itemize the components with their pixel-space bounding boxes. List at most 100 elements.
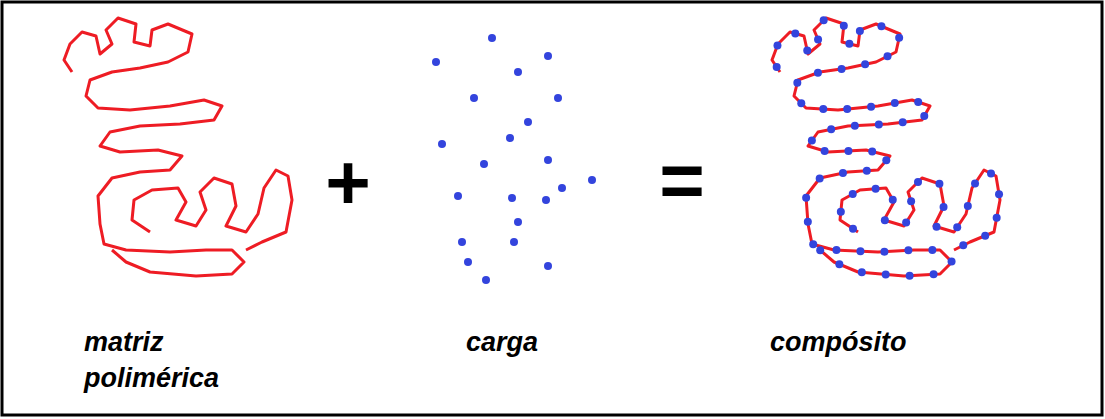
filler-particle [514,218,522,226]
polymer-strand [64,18,244,276]
filler-particle [588,176,596,184]
filler-particle [843,105,851,113]
filler-particle [851,122,859,130]
filler-particle [981,232,989,240]
filler-particle [882,270,890,278]
filler-particle [928,246,936,254]
polymer-strand [840,170,1000,250]
filler-particle [933,223,941,231]
filler-particle [791,30,799,38]
filler-particle [971,179,979,187]
filler-particle [845,40,853,48]
filler-particle [907,197,915,205]
filler-particle [849,225,857,233]
filler-particle [524,118,532,126]
filler-particle [804,218,812,226]
filler-particle [827,125,835,133]
filler-particle [544,156,552,164]
filler-particle [438,140,446,148]
polymer-chain [64,18,292,276]
filler-particle [837,208,845,216]
filler-particle [993,214,1001,222]
filler-particle [872,185,880,193]
filler-particle [884,52,892,60]
filler-particle [875,120,883,128]
filler-particle [856,27,864,35]
filler-particle [835,260,843,268]
filler-particle [793,79,801,87]
filler-particle [510,238,518,246]
filler-particle [464,258,472,266]
equals-sign: = [659,141,705,219]
filler-particle [832,246,840,254]
filler-particle [920,112,928,120]
filler-particles [432,34,596,284]
component-label: carga [466,324,538,360]
filler-particle [839,169,847,177]
filler-particle [809,240,817,248]
filler-particle [803,47,811,55]
filler-particle [867,103,875,111]
filler-particle [838,65,846,73]
filler-particle [554,94,562,102]
filler-particle [940,203,948,211]
filler-particle [948,258,956,266]
filler-particle [544,52,552,60]
filler-particle [816,246,824,254]
filler-particle [814,69,822,77]
filler-particle [914,178,922,186]
filler-particle [914,98,922,106]
filler-particle [432,58,440,66]
filler-particle [856,247,864,255]
filler-particle [877,22,885,30]
filler-particle [995,190,1003,198]
filler-particle [902,219,910,227]
filler-particle [542,196,550,204]
filler-particle [819,105,827,113]
filler-particle [544,262,552,270]
filler-particle [964,202,972,210]
filler-particle [889,196,897,204]
filler-particle [849,190,857,198]
component-label: matriz polimérica [84,324,284,397]
filler-particle [506,134,514,142]
filler-particle [480,160,488,168]
filler-particle [454,192,462,200]
filler-particle [773,41,781,49]
filler-particle [844,147,852,155]
filler-particle [508,194,516,202]
filler-particle [895,34,903,42]
filler-particle [514,68,522,76]
filler-particle [820,16,828,24]
filler-particle [488,34,496,42]
filler-particle [880,248,888,256]
filler-particle [861,60,869,68]
filler-particle [953,223,961,231]
polymer-strand [772,18,952,276]
filler-particle [906,272,914,280]
filler-particle [558,184,566,192]
filler-particle [891,99,899,107]
filler-particle [863,167,871,175]
composite-chain [772,16,1003,279]
filler-particle [816,174,824,182]
filler-particle [882,156,890,164]
filler-particle [773,63,781,71]
plus-sign: + [325,143,371,221]
filler-particle [959,241,967,249]
polymer-strand [132,170,292,250]
filler-particle [482,276,490,284]
filler-particle [881,216,889,224]
filler-particle [930,270,938,278]
filler-particle [840,22,848,30]
filler-particle [821,147,829,155]
filler-particle [802,194,810,202]
filler-particle [808,137,816,145]
component-label: compósito [770,324,907,360]
filler-particle [868,148,876,156]
filler-particle [814,35,822,43]
filler-particle [858,268,866,276]
